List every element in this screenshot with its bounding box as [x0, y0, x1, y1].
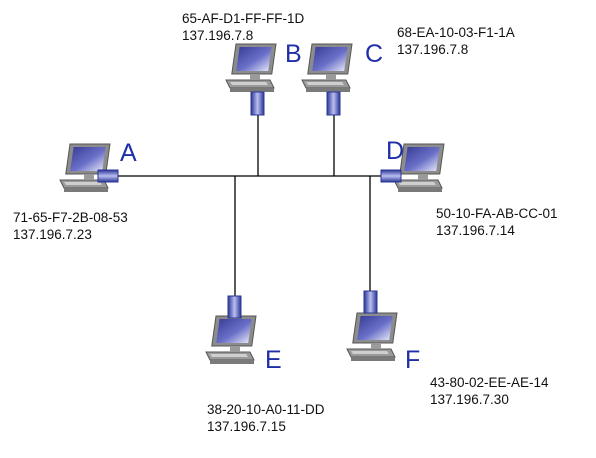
ip-address: 137.196.7.30 — [430, 392, 509, 407]
host-c-addresses: 68-EA-10-03-F1-1A 137.196.7.8 — [397, 24, 515, 58]
host-label-d: D — [386, 137, 405, 165]
network-adapter-icon — [250, 91, 265, 116]
host-e-addresses: 38-20-10-A0-11-DD 137.196.7.15 — [207, 401, 325, 435]
network-adapter-icon — [363, 290, 378, 314]
network-adapter-icon — [326, 91, 341, 116]
host-label-f: F — [405, 346, 421, 374]
ip-address: 137.196.7.23 — [13, 227, 92, 242]
ip-address: 137.196.7.14 — [436, 223, 515, 238]
mac-address: 71-65-F7-2B-08-53 — [13, 210, 128, 225]
ip-address: 137.196.7.8 — [182, 28, 254, 43]
host-label-e: E — [265, 346, 282, 374]
host-e — [205, 295, 257, 365]
mac-address: 65-AF-D1-FF-FF-1D — [182, 11, 305, 26]
mac-address: 38-20-10-A0-11-DD — [207, 402, 325, 417]
ip-address: 137.196.7.15 — [207, 419, 286, 434]
desktop-computer-icon — [346, 312, 398, 362]
host-d-addresses: 50-10-FA-AB-CC-01 137.196.7.14 — [436, 205, 558, 239]
host-f — [346, 290, 398, 362]
desktop-computer-icon — [225, 43, 277, 93]
network-adapter-icon — [97, 169, 119, 183]
host-a — [59, 143, 119, 193]
mac-address: 68-EA-10-03-F1-1A — [397, 25, 515, 40]
host-b-addresses: 65-AF-D1-FF-FF-1D 137.196.7.8 — [182, 10, 304, 44]
host-label-a: A — [120, 139, 137, 167]
host-label-c: C — [365, 40, 384, 68]
host-a-addresses: 71-65-F7-2B-08-53 137.196.7.23 — [13, 209, 128, 243]
host-b — [225, 43, 277, 116]
network-cables — [112, 113, 386, 297]
desktop-computer-icon — [205, 315, 257, 365]
desktop-computer-icon — [59, 143, 111, 193]
host-c — [301, 43, 353, 116]
host-f-addresses: 43-80-02-EE-AE-14 137.196.7.30 — [430, 374, 549, 408]
mac-address: 43-80-02-EE-AE-14 — [430, 375, 549, 390]
ip-address: 137.196.7.8 — [397, 42, 469, 57]
mac-address: 50-10-FA-AB-CC-01 — [436, 206, 558, 221]
desktop-computer-icon — [301, 43, 353, 93]
network-adapter-icon — [380, 169, 402, 183]
network-adapter-icon — [227, 295, 242, 319]
host-label-b: B — [285, 40, 302, 68]
host-d — [380, 143, 445, 193]
